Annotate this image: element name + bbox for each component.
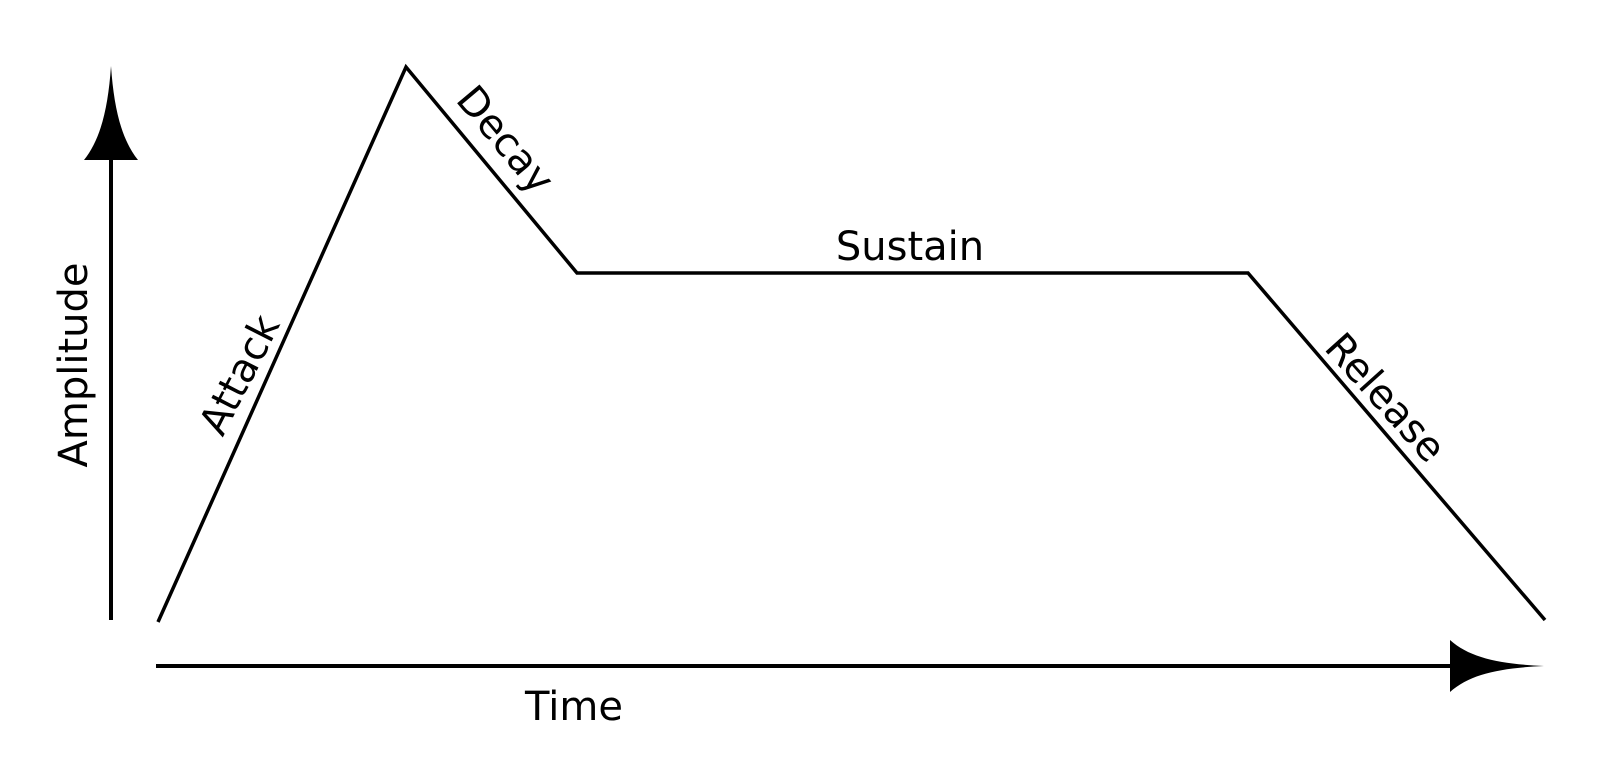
x-axis-label: Time: [524, 684, 623, 730]
release-label: Release: [1316, 325, 1455, 472]
y-axis-arrowhead: [84, 66, 138, 160]
envelope-line: [156, 63, 1547, 623]
sustain-label: Sustain: [836, 224, 984, 270]
x-axis-arrowhead: [1450, 640, 1544, 692]
y-axis-label: Amplitude: [51, 263, 97, 468]
attack-label: Attack: [191, 307, 290, 442]
